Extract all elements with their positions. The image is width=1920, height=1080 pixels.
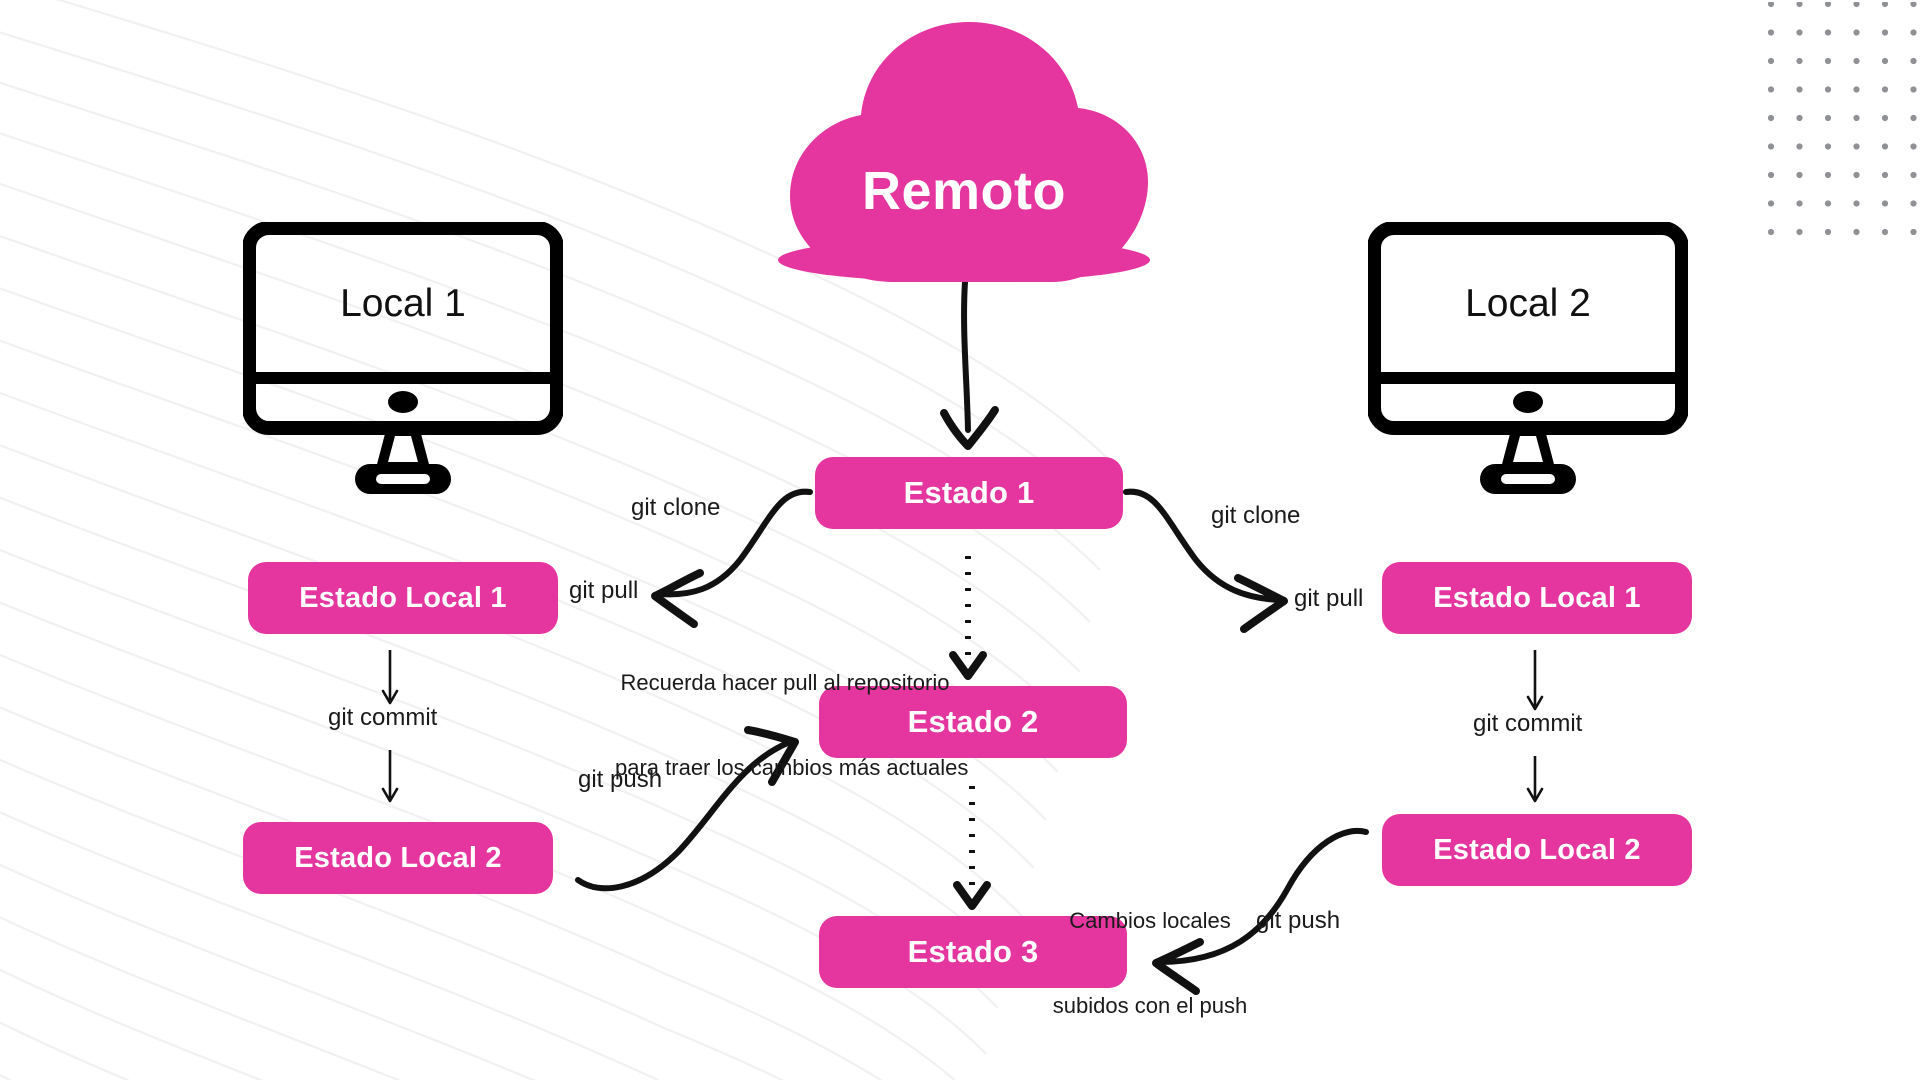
local1-estado-local-1-box[interactable]: Estado Local 1 xyxy=(248,562,558,634)
push-note: Cambios locales subidos con el push xyxy=(1030,851,1270,1076)
local2-estado-local-1-box[interactable]: Estado Local 1 xyxy=(1382,562,1692,634)
arrow-commit-left-lower xyxy=(381,750,399,803)
arrow-estado1-to-estado2 xyxy=(949,556,987,680)
arrow-remote-to-estado1 xyxy=(940,279,999,450)
remote-label: Remoto xyxy=(862,161,1066,221)
monitor-icon xyxy=(242,221,564,494)
pull-note-line-1: Recuerda hacer pull al repositorio xyxy=(620,670,950,696)
git-clone-left-label: git clone xyxy=(631,494,721,521)
arrow-estado2-to-estado3 xyxy=(953,786,991,910)
git-pull-left-label: git pull xyxy=(569,577,639,604)
git-pull-right-label: git pull xyxy=(1294,585,1364,612)
git-commit-left-label: git commit xyxy=(328,704,438,731)
local1-estado-local-2-box[interactable]: Estado Local 2 xyxy=(243,822,553,894)
remote-cloud[interactable]: Remoto xyxy=(766,20,1162,282)
git-commit-right-label: git commit xyxy=(1473,710,1583,737)
local2-estado-local-2-box[interactable]: Estado Local 2 xyxy=(1382,814,1692,886)
local1-monitor[interactable]: Local 1 xyxy=(242,221,564,500)
local2-monitor[interactable]: Local 2 xyxy=(1367,221,1689,500)
pull-note: Recuerda hacer pull al repositorio para … xyxy=(615,613,969,838)
monitor-icon xyxy=(1367,221,1689,494)
git-clone-right-label: git clone xyxy=(1211,502,1301,529)
local2-monitor-label: Local 2 xyxy=(1465,282,1591,325)
arrow-commit-right-upper xyxy=(1526,650,1544,711)
pull-note-line-2: para traer los cambios más actuales xyxy=(615,754,969,780)
arrow-commit-right-lower xyxy=(1526,756,1544,803)
cloud-icon xyxy=(778,22,1150,282)
push-note-line-1: Cambios locales xyxy=(1069,908,1231,934)
estado-1-box[interactable]: Estado 1 xyxy=(815,457,1123,529)
local1-monitor-label: Local 1 xyxy=(340,282,466,325)
push-note-line-2: subidos con el push xyxy=(1052,992,1248,1018)
arrow-commit-left-upper xyxy=(381,650,399,705)
